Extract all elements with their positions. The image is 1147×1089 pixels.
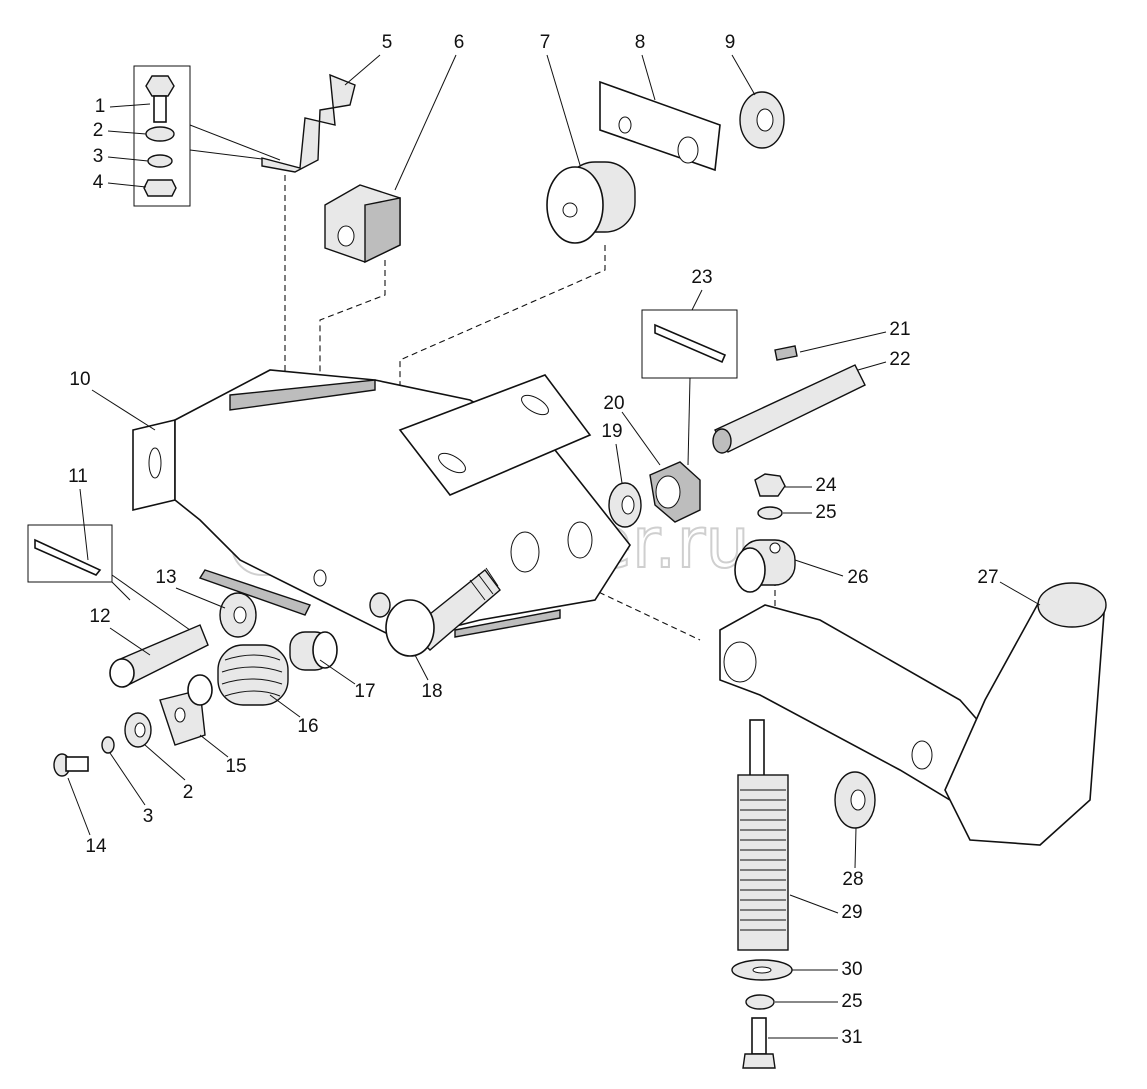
callout-4: 4 [93, 172, 104, 193]
callout-3: 3 [93, 146, 104, 167]
callout-25: 25 [815, 502, 836, 523]
washer-19-nut-20 [608, 461, 701, 528]
callout-7: 7 [540, 32, 551, 53]
callout-10: 10 [69, 369, 90, 390]
cotter-pin-23 [641, 309, 738, 466]
callout-15: 15 [225, 756, 246, 777]
callout-27: 27 [977, 567, 998, 588]
callout-31: 31 [841, 1027, 862, 1048]
bolt-18 [369, 567, 501, 657]
callout-9: 9 [725, 32, 736, 53]
callout-24: 24 [815, 475, 837, 496]
callout-29: 29 [841, 902, 862, 923]
assembly-guide-line [589, 587, 701, 641]
callout-19: 19 [601, 421, 622, 442]
lever-27 [719, 582, 1107, 846]
callout-2b: 2 [183, 782, 194, 803]
plate-8 [599, 80, 721, 172]
callout-22: 22 [889, 349, 910, 370]
callout-16: 16 [297, 716, 318, 737]
assembly-guide-line [319, 260, 386, 390]
pin-12 [109, 624, 209, 688]
washer-28 [834, 771, 876, 829]
leader-lines [67, 54, 1041, 1039]
callout-3b: 3 [143, 806, 154, 827]
cotter-pin-11 [27, 524, 191, 631]
bushing-7 [546, 161, 636, 244]
callout-30: 30 [841, 959, 862, 980]
callout-11: 11 [68, 466, 88, 487]
callout-17: 17 [354, 681, 375, 702]
bushing-17 [289, 631, 338, 671]
callout-21: 21 [889, 319, 910, 340]
callout-25b: 25 [841, 991, 862, 1012]
callout-labels: 1 2 3 4 5 6 7 8 9 10 11 12 13 14 2 3 15 … [68, 32, 998, 1048]
stud-29-hardware [731, 719, 793, 1069]
callout-1: 1 [95, 96, 106, 117]
key-21-shaft-22 [712, 345, 866, 454]
callout-13: 13 [155, 567, 176, 588]
callout-5: 5 [382, 32, 393, 53]
bracket-5 [261, 73, 356, 173]
nut-24-clamp-26 [734, 473, 796, 593]
small-hardware-14-15 [53, 674, 213, 777]
spring-16 [217, 644, 289, 706]
main-bracket-10 [132, 369, 631, 641]
callout-28: 28 [842, 869, 863, 890]
callout-12: 12 [89, 606, 110, 627]
callout-8: 8 [635, 32, 646, 53]
callout-26: 26 [847, 567, 868, 588]
assembly-guide-line [399, 245, 606, 420]
bolt-set-1-4 [133, 65, 281, 207]
callout-18: 18 [421, 681, 442, 702]
callout-6: 6 [454, 32, 465, 53]
block-6 [324, 184, 401, 264]
callout-23: 23 [691, 267, 712, 288]
callout-2: 2 [93, 120, 104, 141]
callout-20: 20 [603, 393, 624, 414]
washer-9 [739, 91, 785, 149]
callout-14: 14 [85, 836, 107, 857]
washer-13 [219, 592, 257, 638]
